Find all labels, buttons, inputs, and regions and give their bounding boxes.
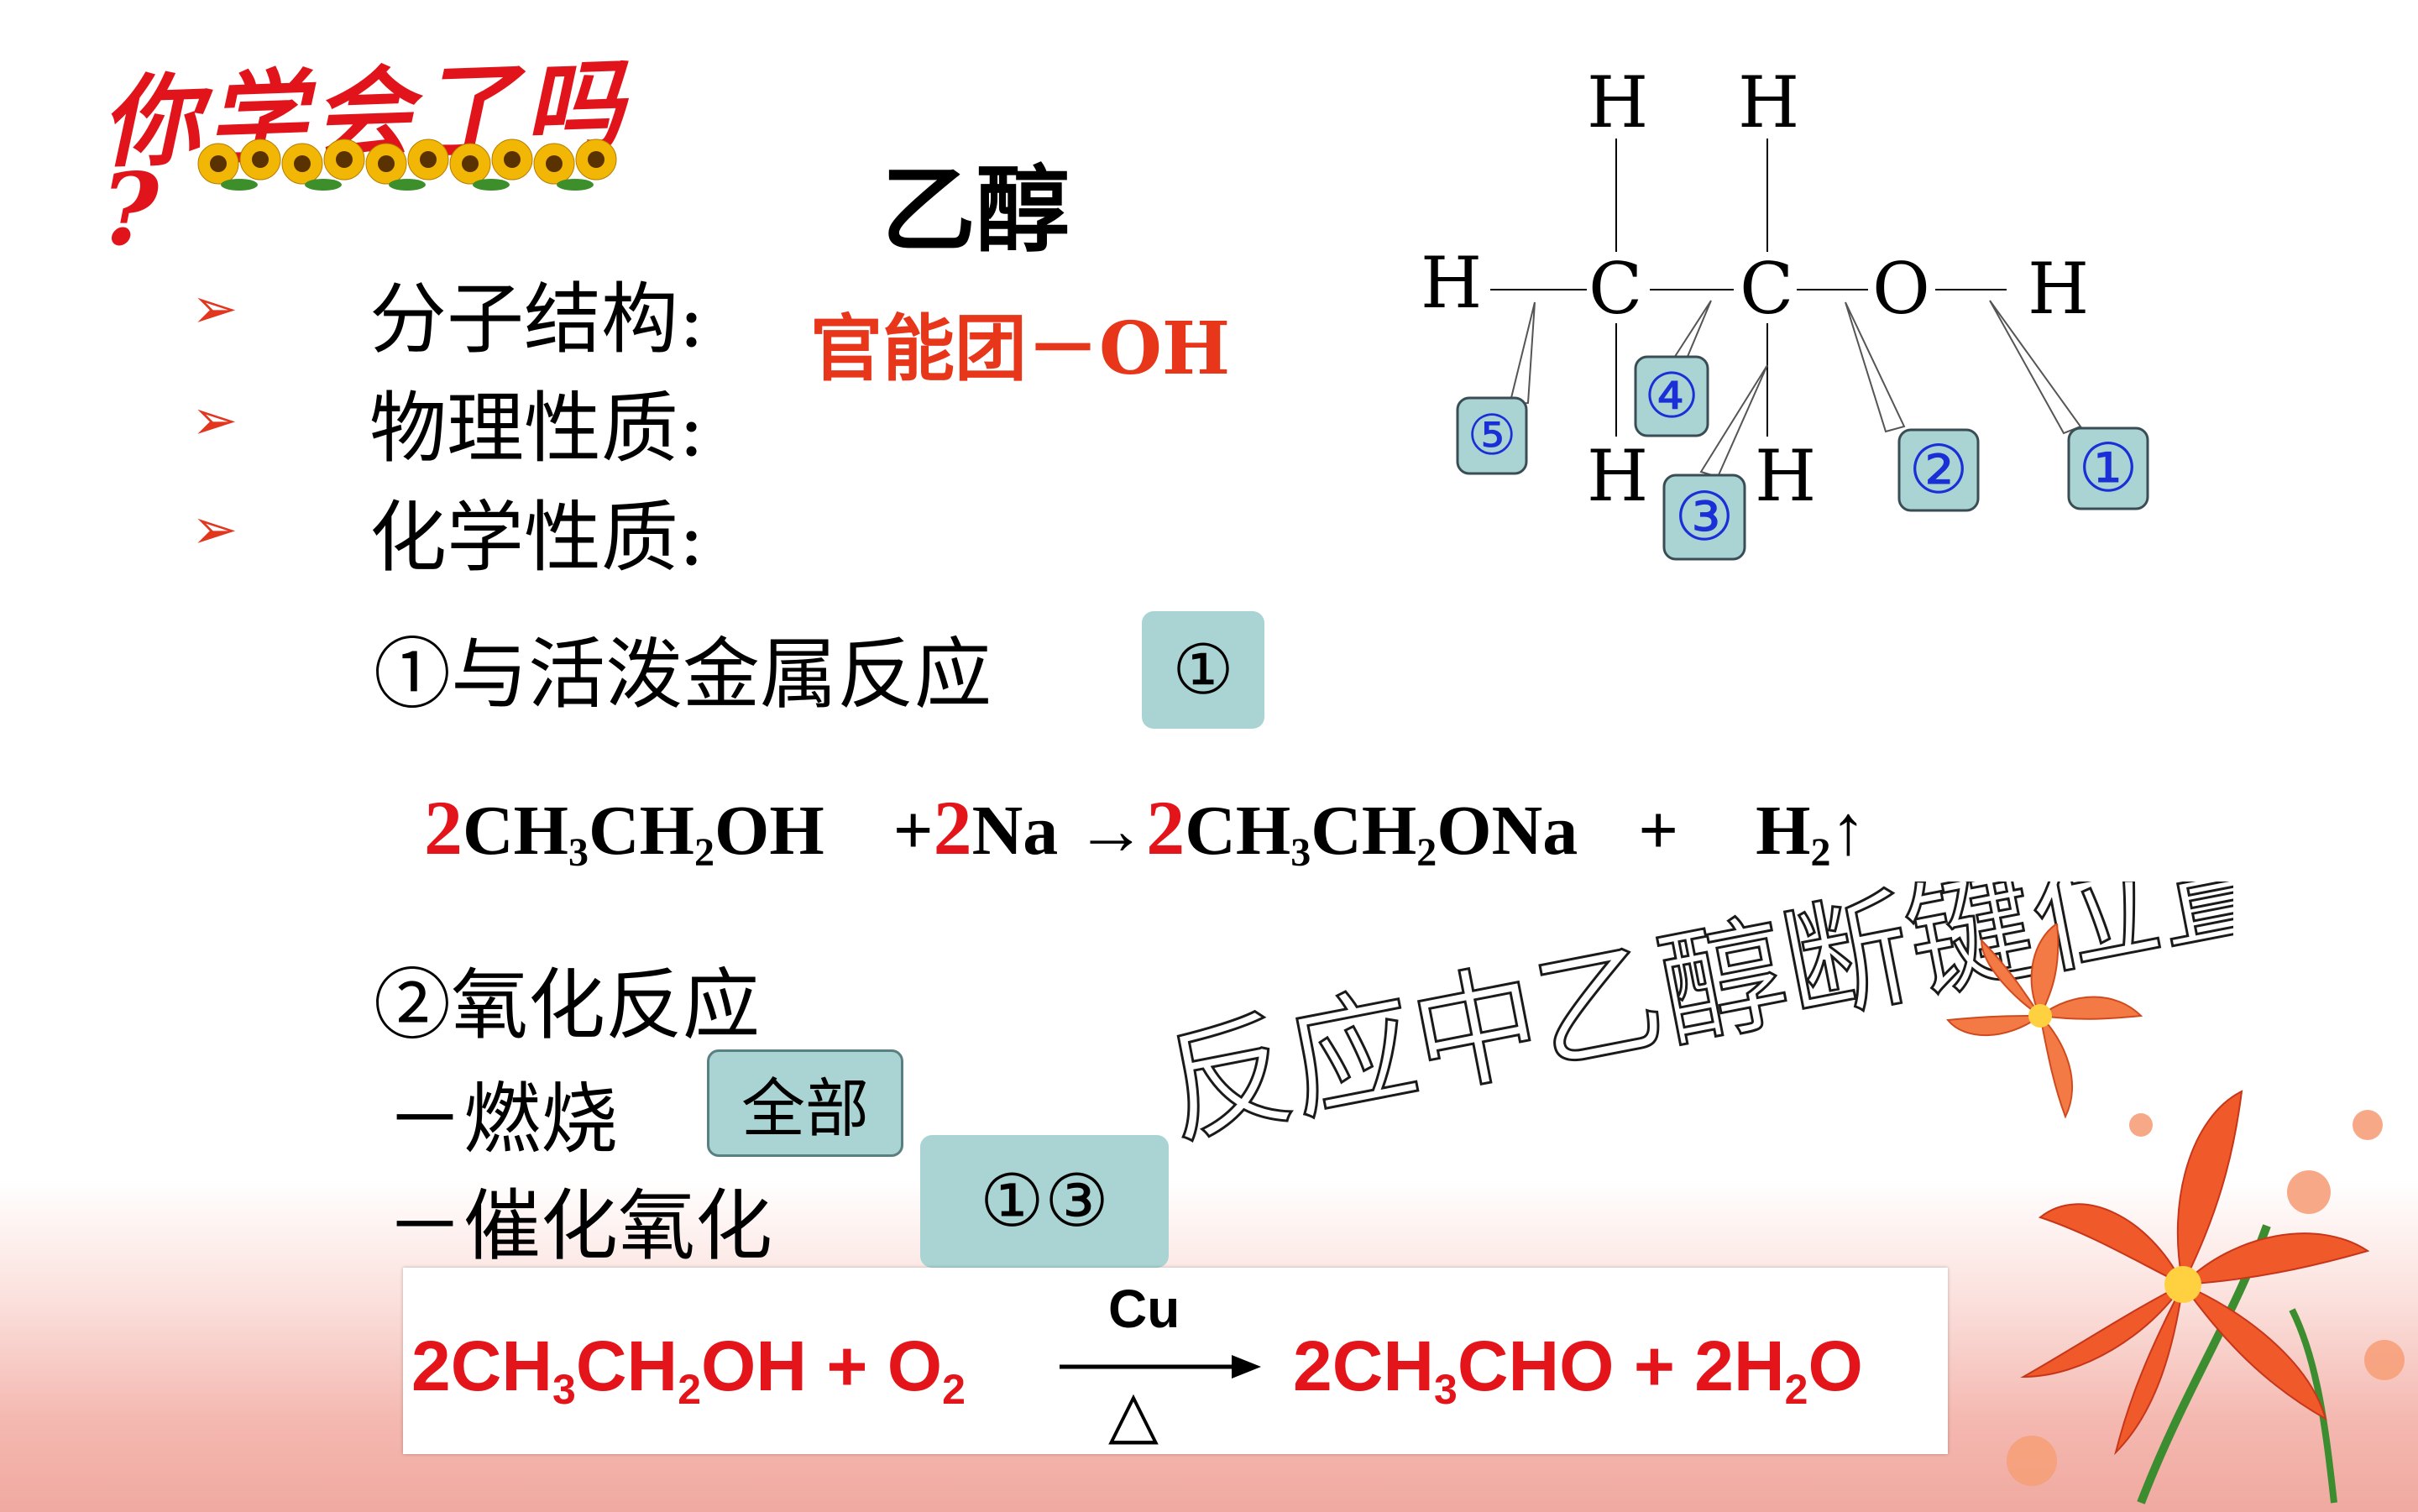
functional-group: 官能团－OH: [810, 306, 1231, 391]
eq-part: CH: [1185, 792, 1291, 870]
subscript: 2: [694, 830, 714, 875]
subscript: 3: [552, 1366, 576, 1413]
lily-flowers-icon: [1946, 923, 2405, 1504]
bond-label-5: ⑤: [1467, 403, 1517, 468]
structural-formula: H H H C C O H H H ⑤ ④ ③ ② ①: [1410, 59, 2166, 579]
eq-part: Na: [971, 792, 1059, 870]
eq-part: CH: [1311, 792, 1417, 870]
equation2-rhs: 2CH3CHO + 2H2O: [1293, 1331, 1863, 1410]
sunflower-row-icon: [197, 139, 617, 191]
combustion-bond-pill: 全部: [707, 1049, 903, 1157]
coef: 2: [424, 785, 463, 871]
bullet-physical-properties: 物理性质:: [369, 384, 704, 473]
subscript: 3: [1434, 1366, 1458, 1413]
equation2-box: 2CH3CH2OH + O2 Cu △ 2CH3CHO + 2H2O: [403, 1268, 1948, 1454]
bullet-arrow-icon: ➢: [191, 497, 238, 562]
equation1: 2CH3CH2OH +2Na →2CH3CH2ONa + H2↑: [424, 789, 1866, 873]
subscript: 2: [678, 1366, 701, 1413]
bond-label-3: ③: [1674, 478, 1735, 556]
slide-title: 乙醇: [882, 156, 1070, 265]
catalytic-bond-pill: ①③: [920, 1135, 1169, 1268]
atom-h-bot2: H: [1755, 435, 1817, 517]
bullet-arrow-icon: ➢: [191, 388, 238, 453]
eq-part: H: [1756, 792, 1811, 870]
bond-label-2: ②: [1908, 431, 1969, 509]
plus-sign: +: [1638, 792, 1679, 870]
subscript: 2: [1810, 830, 1831, 875]
atom-h-left: H: [1421, 242, 1483, 324]
bullet-chemical-properties: 化学性质:: [369, 493, 704, 583]
subscript: 3: [568, 830, 589, 875]
atom-h-top2: H: [1738, 61, 1800, 144]
atom-c1: C: [1588, 248, 1643, 330]
subscript: 2: [942, 1366, 966, 1413]
atom-h-bot1: H: [1587, 435, 1649, 517]
eq-part: CHO + 2H: [1457, 1326, 1785, 1405]
coef: 2: [1146, 785, 1185, 871]
reaction-arrow-icon: [1060, 1355, 1261, 1379]
eq-part: O: [1808, 1326, 1863, 1405]
coef: 2: [933, 785, 972, 871]
eq-part: CH: [589, 792, 694, 870]
subscript: 3: [1290, 830, 1311, 875]
bond-label-4: ④: [1643, 360, 1700, 432]
reaction2-combustion: －燃烧: [386, 1075, 619, 1164]
eq-part: 2CH: [1293, 1326, 1435, 1405]
condition-heat: △: [1108, 1377, 1159, 1452]
atom-h-top1: H: [1587, 61, 1649, 144]
reaction-arrow: →: [1076, 792, 1147, 870]
atom-o: O: [1872, 248, 1930, 330]
eq-part: CH: [575, 1326, 678, 1405]
bond-lines: [1456, 139, 2149, 561]
plus-sign: +: [892, 792, 934, 870]
reaction2-label: ②氧化反应: [374, 960, 761, 1050]
reaction1-bond-pill: ①: [1142, 611, 1264, 729]
eq-part: ONa: [1437, 792, 1578, 870]
eq-part: OH: [714, 792, 824, 870]
eq-part: CH: [463, 792, 568, 870]
corner-banner-question: ?: [101, 151, 160, 268]
atom-c2: C: [1740, 248, 1794, 330]
reaction2-catalytic-oxidation: －催化氧化: [386, 1181, 773, 1271]
subscript: 2: [1784, 1366, 1808, 1413]
equation2-lhs: 2CH3CH2OH + O2: [411, 1331, 966, 1410]
combustion-bond: 全部: [741, 1071, 869, 1146]
eq-part: 2CH: [411, 1326, 553, 1405]
catalytic-bond: ①③: [979, 1159, 1110, 1243]
bullet-molecular-structure: 分子结构:: [369, 275, 704, 364]
catalyst-label: Cu: [1108, 1279, 1180, 1339]
reaction1-label: ①与活泼金属反应: [374, 630, 992, 719]
eq-part: OH + O: [701, 1326, 943, 1405]
bond-label-1: ①: [2078, 429, 2138, 507]
subscript: 2: [1416, 830, 1437, 875]
bullet-arrow-icon: ➢: [191, 276, 238, 341]
atom-h-right: H: [2028, 248, 2090, 330]
corner-banner: 你学会了吗 ?: [99, 25, 688, 268]
gas-arrow: ↑: [1830, 792, 1866, 870]
reaction1-bond: ①: [1172, 630, 1234, 710]
